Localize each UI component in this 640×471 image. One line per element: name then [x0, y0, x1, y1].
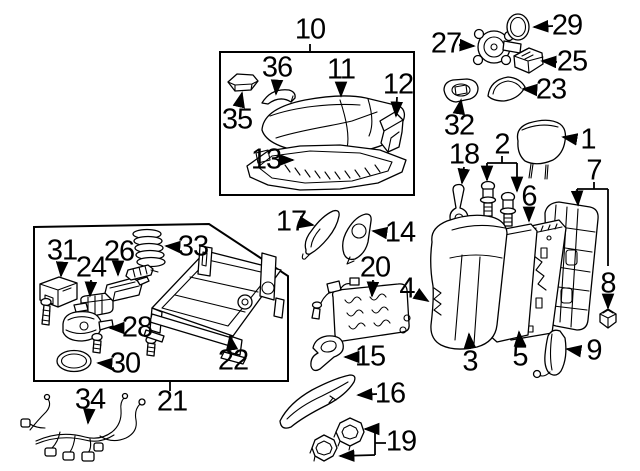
part-14 [342, 213, 372, 265]
part-2 [479, 180, 517, 227]
callout-35[interactable]: 35 [221, 103, 253, 136]
callout-13[interactable]: 13 [250, 143, 282, 176]
arrow-12 [390, 96, 404, 118]
arrow-24 [84, 279, 98, 298]
callout-15[interactable]: 15 [354, 340, 386, 373]
arrow-1 [561, 133, 579, 146]
callout-2[interactable]: 2 [494, 128, 510, 161]
callout-17[interactable]: 17 [275, 205, 307, 238]
callout-21[interactable]: 21 [156, 385, 188, 418]
part-3 [430, 214, 508, 350]
part-23 [487, 76, 526, 102]
arrow-33 [164, 240, 181, 254]
part-29 [506, 13, 530, 41]
part-1 [516, 119, 567, 180]
part-20 [311, 277, 411, 342]
callout-30[interactable]: 30 [109, 347, 141, 380]
callout-11[interactable]: 11 [326, 53, 356, 86]
arrow-34 [83, 408, 96, 425]
leader-lines [55, 19, 615, 462]
part-35 [227, 73, 259, 92]
callout-14[interactable]: 14 [384, 216, 416, 249]
part-15 [310, 335, 344, 372]
part-32 [443, 78, 479, 103]
part-28 [62, 302, 114, 342]
part-30 [56, 349, 92, 373]
arrow-30 [96, 357, 113, 371]
callout-34[interactable]: 34 [74, 383, 106, 416]
arrow-20 [366, 279, 380, 298]
callout-23[interactable]: 23 [535, 73, 567, 106]
bracket-19 [374, 429, 386, 455]
part-19 [309, 417, 365, 462]
arrow-25 [540, 55, 558, 69]
callout-12[interactable]: 12 [382, 68, 414, 101]
part-17 [301, 209, 340, 260]
callout-25[interactable]: 25 [556, 45, 588, 78]
callout-22[interactable]: 22 [217, 344, 249, 377]
part-33 [125, 228, 166, 281]
callout-18[interactable]: 18 [448, 138, 480, 171]
callout-10[interactable]: 10 [294, 13, 326, 46]
arrow-23 [521, 83, 538, 97]
part-8 [599, 308, 617, 329]
arrow-14 [371, 226, 389, 240]
callout-9[interactable]: 9 [586, 334, 602, 367]
callout-3[interactable]: 3 [462, 345, 478, 378]
callout-32[interactable]: 32 [443, 109, 475, 142]
part-25 [513, 47, 544, 74]
callout-19[interactable]: 19 [385, 425, 417, 458]
arrow-36 [270, 79, 284, 96]
group-21-box [33, 222, 289, 382]
callout-26[interactable]: 26 [103, 235, 135, 268]
callout-31[interactable]: 31 [46, 234, 78, 267]
arrow-29 [532, 19, 554, 33]
bracket-2 [487, 156, 517, 164]
callout-8[interactable]: 8 [600, 267, 616, 300]
arrow-32 [452, 98, 466, 116]
callout-1[interactable]: 1 [580, 123, 596, 156]
bolt-fasteners [40, 297, 157, 357]
callout-16[interactable]: 16 [374, 377, 406, 410]
callout-5[interactable]: 5 [512, 340, 528, 373]
part-16 [279, 374, 356, 429]
callout-24[interactable]: 24 [75, 251, 107, 284]
arrow-7 [570, 188, 584, 207]
part-26 [104, 276, 150, 302]
part-12 [379, 111, 404, 153]
part-22 [143, 245, 285, 365]
callout-28[interactable]: 28 [121, 311, 153, 344]
group-10-box [219, 51, 415, 196]
arrow-3 [463, 332, 477, 350]
arrow-27 [458, 38, 476, 52]
arrow-16 [356, 387, 378, 401]
part-9 [532, 329, 567, 379]
callout-36[interactable]: 36 [261, 51, 293, 84]
arrow-4 [412, 287, 430, 302]
callout-29[interactable]: 29 [551, 9, 583, 42]
callout-33[interactable]: 33 [177, 230, 209, 263]
part-36 [261, 89, 296, 105]
arrow-9 [565, 344, 583, 358]
callout-7[interactable]: 7 [586, 154, 602, 187]
arrow-5 [513, 330, 527, 347]
callout-6[interactable]: 6 [521, 180, 537, 213]
bracket-7 [577, 182, 609, 266]
arrow-31 [55, 261, 69, 278]
arrow-22 [225, 334, 239, 352]
callout-4[interactable]: 4 [399, 272, 415, 305]
arrow-17 [297, 215, 315, 229]
arrow-35 [232, 91, 245, 109]
callout-20[interactable]: 20 [359, 251, 391, 284]
callout-27[interactable]: 27 [430, 27, 462, 60]
part-34 [20, 392, 146, 462]
arrow-19b [338, 449, 376, 462]
part-27 [472, 28, 522, 66]
arrow-18 [457, 166, 471, 185]
